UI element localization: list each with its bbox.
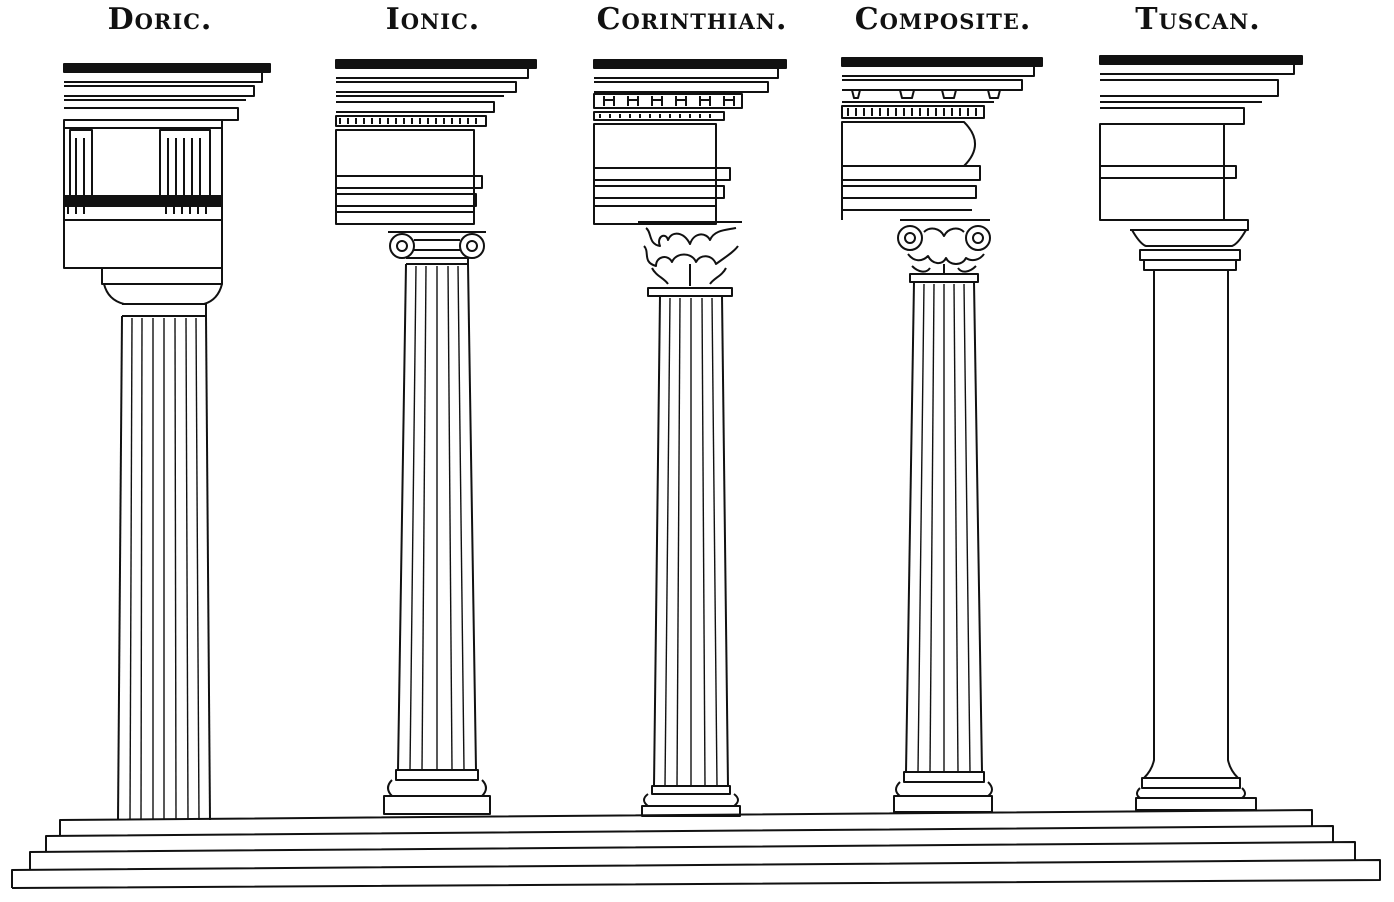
base-step-3 [30, 842, 1355, 870]
base-step-4 [12, 860, 1380, 888]
stepped-base [12, 810, 1380, 888]
composite-column [842, 58, 1042, 812]
composite-title: Composite. [854, 2, 1032, 37]
ionic-column [336, 60, 536, 814]
ionic-title: Ionic. [385, 2, 481, 37]
corinthian-column [594, 60, 786, 816]
corinthian-title: Corinthian. [596, 2, 788, 37]
doric-column [64, 64, 270, 820]
tuscan-title: Tuscan. [1135, 2, 1261, 37]
base-step-1 [60, 810, 1312, 836]
doric-title: Doric. [107, 2, 213, 37]
base-step-2 [46, 826, 1333, 852]
tuscan-column [1100, 56, 1302, 810]
